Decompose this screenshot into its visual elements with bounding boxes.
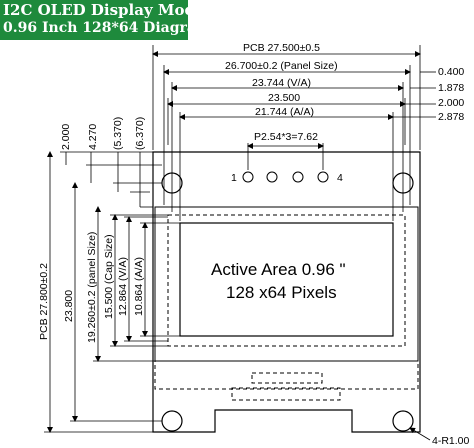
fpc-outline xyxy=(154,360,419,401)
pitch-label: P2.54*3=7.62 xyxy=(254,131,318,143)
pcb-width-label: PCB 27.500±0.5 xyxy=(243,42,320,54)
panel-width-label: 26.700±0.2 (Panel Size) xyxy=(225,60,338,72)
v6370-label: (6.370) xyxy=(134,117,146,150)
active-area-line-1: Active Area 0.96 " xyxy=(211,260,346,279)
v2000-label: 2.000 xyxy=(60,124,72,150)
right-0400-label: 0.400 xyxy=(438,66,464,78)
title-line-2: 0.96 Inch 128*64 Diagram xyxy=(3,20,211,36)
active-area xyxy=(179,222,394,337)
aa-height-label: 10.864 (A/A) xyxy=(133,257,145,316)
w23500-label: 23.500 xyxy=(268,92,300,104)
pcb-outline xyxy=(152,151,421,433)
hole-leader xyxy=(409,427,431,441)
pin-1-label: 1 xyxy=(231,172,237,184)
h23800-label: 23.800 xyxy=(63,290,75,322)
active-area-line-2: 128 x64 Pixels xyxy=(226,283,337,302)
left-dim-lines xyxy=(44,151,180,433)
top-left-dim-lines xyxy=(60,151,162,208)
va-height-label: 12.864 (V/A) xyxy=(117,257,129,316)
cap-outline xyxy=(167,214,406,347)
pin-4-label: 4 xyxy=(337,172,343,184)
aa-width-label: 21.744 (A/A) xyxy=(255,106,314,118)
v5370-label: (5.370) xyxy=(112,117,124,150)
pcb-height-label: PCB 27.800±0.2 xyxy=(38,263,50,340)
pin-header xyxy=(242,171,329,183)
hole-label: 4-R1.00 xyxy=(432,435,470,447)
top-dim-lines xyxy=(152,45,436,221)
right-2878-label: 2.878 xyxy=(438,111,464,123)
pitch-dim-lines xyxy=(247,143,324,170)
cap-height-label: 15.500 (Cap Size) xyxy=(103,234,115,319)
v4270-label: 4.270 xyxy=(87,124,99,150)
right-2000-label: 2.000 xyxy=(438,97,464,109)
panel-height-label: 19.260±0.2 (panel Size) xyxy=(86,232,98,343)
title-banner: I2C OLED Display Module 0.96 Inch 128*64… xyxy=(0,0,221,40)
right-1878-label: 1.878 xyxy=(438,82,464,94)
va-width-label: 23.744 (V/A) xyxy=(252,77,311,89)
title-line-1: I2C OLED Display Module xyxy=(3,1,222,19)
mounting-holes xyxy=(161,172,414,432)
panel-outline xyxy=(154,206,419,362)
